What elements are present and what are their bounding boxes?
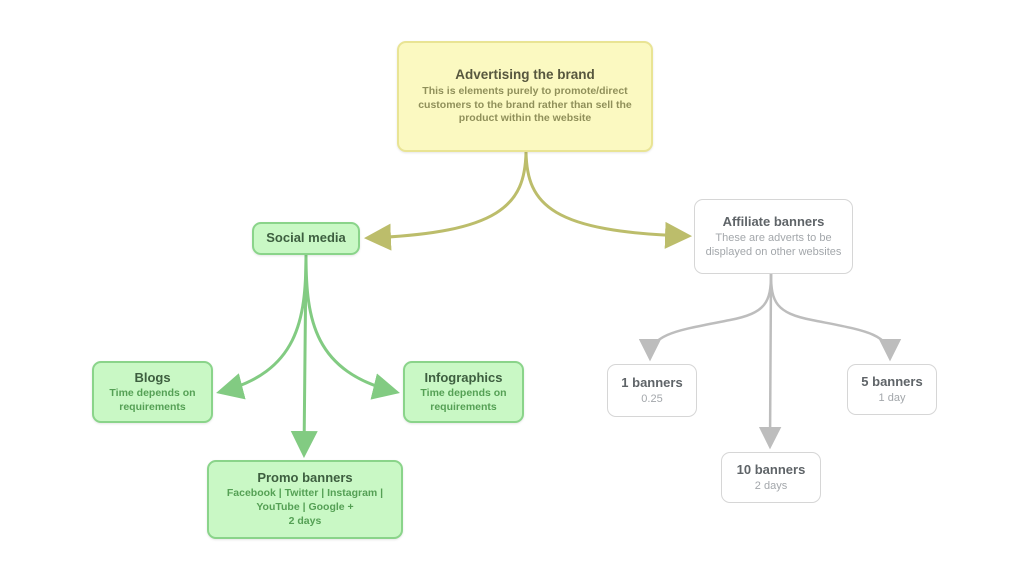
node-subtitle: Time depends on requirements (109, 386, 196, 413)
node-title: Infographics (424, 369, 503, 385)
node-title: Advertising the brand (455, 67, 595, 83)
node-1-banners[interactable]: 1 banners 0.25 (607, 364, 697, 417)
node-duration: 2 days (288, 515, 322, 528)
node-title: Social media (266, 230, 346, 246)
node-title: Promo banners (257, 469, 353, 485)
node-5-banners[interactable]: 5 banners 1 day (847, 364, 937, 415)
node-title: Blogs (134, 369, 171, 385)
node-subtitle: This is elements purely to promote/direc… (418, 84, 632, 125)
node-social-media[interactable]: Social media (252, 222, 360, 255)
connector-social-media-to-blogs (216, 253, 308, 400)
node-title: Affiliate banners (722, 213, 825, 229)
node-blogs[interactable]: Blogs Time depends on requirements (92, 361, 213, 423)
connector-advertising-to-affiliate-banners (524, 150, 693, 249)
node-advertising-the-brand[interactable]: Advertising the brand This is elements p… (397, 41, 653, 152)
node-title: 10 banners (736, 461, 806, 477)
node-infographics[interactable]: Infographics Time depends on requirement… (403, 361, 524, 423)
node-subtitle: 1 day (878, 391, 906, 404)
node-title: 5 banners (861, 373, 923, 389)
node-affiliate-banners[interactable]: Affiliate banners These are adverts to b… (694, 199, 853, 274)
node-subtitle: 2 days (754, 479, 788, 492)
node-subtitle: 0.25 (641, 392, 663, 405)
connector-affiliate-to-10-banners (758, 272, 782, 450)
node-subtitle: Time depends on requirements (420, 386, 507, 413)
connector-social-media-to-infographics (304, 253, 400, 400)
connector-affiliate-to-5-banners (769, 272, 902, 362)
connector-affiliate-to-1-banners (638, 272, 773, 362)
node-title: 1 banners (621, 374, 683, 390)
node-10-banners[interactable]: 10 banners 2 days (721, 452, 821, 503)
node-subtitle: Facebook | Twitter | Instagram | YouTube… (226, 487, 384, 513)
connector-advertising-to-social-media (363, 150, 528, 251)
node-subtitle: These are adverts to be displayed on oth… (705, 231, 842, 259)
node-promo-banners[interactable]: Promo banners Facebook | Twitter | Insta… (207, 460, 403, 539)
